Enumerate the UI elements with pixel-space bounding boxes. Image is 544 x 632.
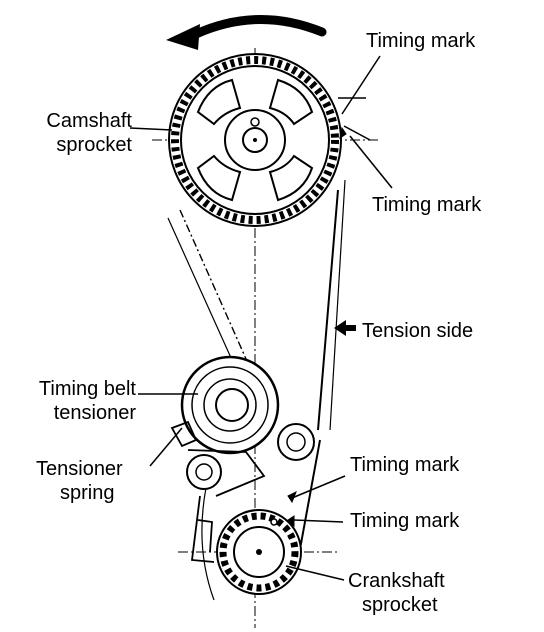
tensioner-bolt <box>186 454 222 490</box>
camshaft-sprocket <box>168 53 342 227</box>
crankshaft-sprocket <box>216 509 302 595</box>
tensioner-pulley <box>180 355 280 455</box>
label-camshaft-sprocket-line2: sprocket <box>56 134 132 156</box>
label-crankshaft-sprocket-line1: Crankshaft <box>348 570 445 592</box>
label-timing-mark-cam-bottom: Timing mark <box>372 194 482 216</box>
label-timing-mark-cam-top: Timing mark <box>366 30 476 52</box>
label-tensioner-spring-line2: spring <box>60 482 115 504</box>
label-crankshaft-sprocket-line2: sprocket <box>362 594 438 616</box>
label-timing-mark-crank-top: Timing mark <box>350 454 460 476</box>
leader-lines <box>129 55 393 581</box>
label-tension-side: Tension side <box>362 320 474 342</box>
label-tensioner-spring-line1: Tensioner <box>36 458 123 480</box>
label-camshaft-sprocket-line1: Camshaft <box>46 110 132 132</box>
cam-timing-mark-icon <box>338 97 371 141</box>
rotation-arrow-icon <box>166 15 327 50</box>
tensioner-bracket <box>170 420 266 563</box>
label-timing-mark-crank-bottom: Timing mark <box>350 510 460 532</box>
tension-side-arrow-icon <box>334 320 356 336</box>
idler-pulley <box>277 423 315 461</box>
label-timing-belt-tensioner-line2: tensioner <box>53 402 136 424</box>
label-timing-belt-tensioner-line1: Timing belt <box>38 378 136 400</box>
